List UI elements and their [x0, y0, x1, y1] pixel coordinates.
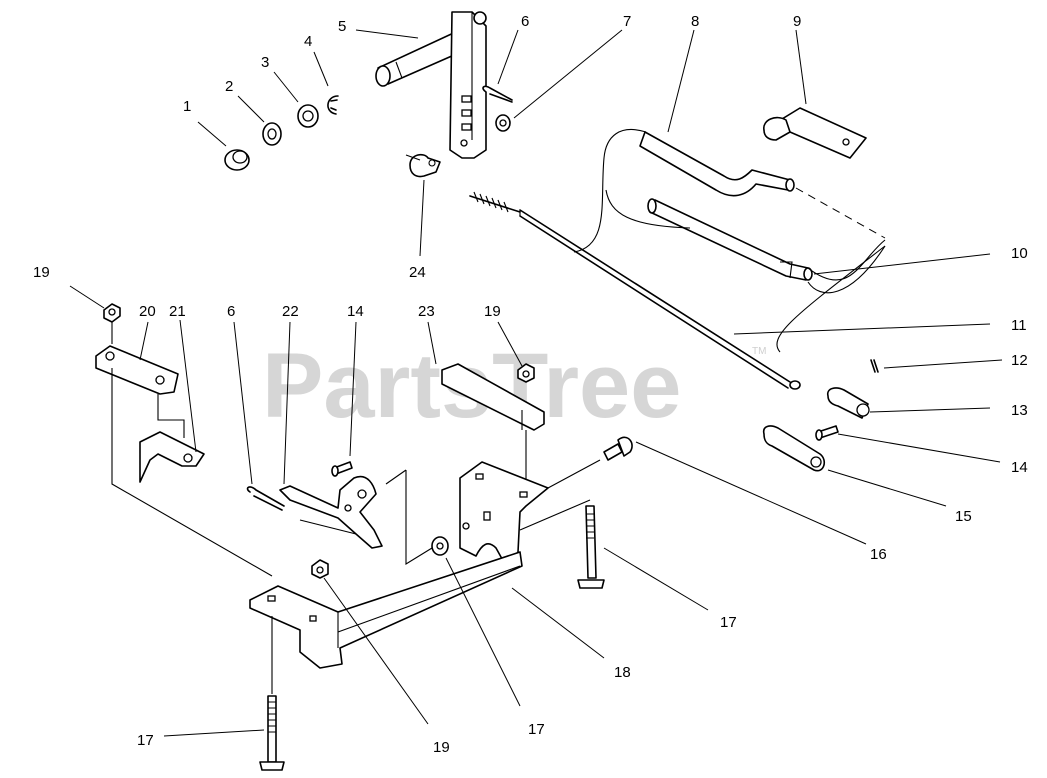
callout-20: 20	[139, 303, 156, 320]
callout-19-center: 19	[484, 303, 501, 320]
conduit-lower	[647, 198, 886, 294]
part-14-bolt-lower	[331, 461, 353, 477]
part-11-cable	[469, 191, 801, 390]
guide-conduit-loop	[605, 189, 691, 229]
part-18-channel	[249, 551, 523, 669]
callout-19-bottom: 19	[433, 739, 450, 756]
callout-3: 3	[261, 54, 269, 71]
callout-19-left: 19	[33, 264, 50, 281]
part-14-bolt-right	[815, 425, 839, 441]
callout-8: 8	[691, 13, 699, 30]
control-lever-plate	[449, 11, 487, 159]
callout-14-right: 14	[1011, 459, 1028, 476]
part-3-washer	[297, 104, 319, 128]
part-1-bushing	[224, 149, 250, 171]
watermark-tm: TM	[752, 346, 766, 357]
callout-labels: 1 2 3 4 5 6 7 8 9 10 11 12 13 14 15 16 1…	[33, 13, 1028, 756]
callout-1: 1	[183, 98, 191, 115]
part-19-nut-center	[517, 363, 535, 383]
callout-4: 4	[304, 33, 312, 50]
callout-16: 16	[870, 546, 887, 563]
callout-6-lower: 6	[227, 303, 235, 320]
callout-23: 23	[418, 303, 435, 320]
callout-14-lower: 14	[347, 303, 364, 320]
part-8-conduit-upper	[573, 128, 795, 253]
callout-11: 11	[1011, 317, 1027, 334]
callout-2: 2	[225, 78, 233, 95]
part-6-hairpin-upper	[482, 85, 513, 103]
part-24-cable-end	[405, 153, 441, 178]
guide-conduit-upper	[795, 187, 886, 239]
guide-cable-end	[776, 245, 886, 353]
callout-10: 10	[1011, 245, 1028, 262]
callout-22: 22	[282, 303, 299, 320]
part-19-nut-lower	[311, 559, 329, 579]
callout-17-left: 17	[137, 732, 154, 749]
callout-17-right: 17	[720, 614, 737, 631]
part-21-bracket	[139, 431, 205, 483]
part-20-plate	[95, 345, 179, 395]
part-6-hairpin-lower	[246, 486, 285, 511]
part-15-link	[762, 425, 826, 472]
assembly-guides	[111, 322, 601, 694]
callout-13: 13	[1011, 402, 1028, 419]
callout-5: 5	[338, 18, 346, 35]
callout-12: 12	[1011, 352, 1028, 369]
callout-15: 15	[955, 508, 972, 525]
callout-24: 24	[409, 264, 426, 281]
part-16-carriage-bolt	[603, 436, 633, 461]
callout-7: 7	[623, 13, 631, 30]
part-4-e-ring	[327, 95, 339, 115]
leader-lines	[69, 29, 1003, 737]
part-12-pin	[870, 359, 879, 373]
part-17-washer-center	[431, 536, 449, 556]
callout-21: 21	[169, 303, 186, 320]
part-19-nut-left	[103, 303, 121, 323]
part-2-washer	[262, 122, 282, 146]
part-23-plate	[441, 363, 545, 431]
callout-18: 18	[614, 664, 631, 681]
callout-6-upper: 6	[521, 13, 529, 30]
part-22-lever	[279, 475, 383, 549]
part-7-washer	[495, 114, 511, 132]
callout-9: 9	[793, 13, 801, 30]
part-13-clevis	[826, 387, 870, 419]
part-17-bolt-right	[577, 505, 605, 589]
callout-17-bottom: 17	[528, 721, 545, 738]
part-9-clamp	[763, 107, 867, 159]
part-17-bolt-lower	[259, 695, 285, 771]
pivot-bracket-right	[459, 461, 549, 567]
